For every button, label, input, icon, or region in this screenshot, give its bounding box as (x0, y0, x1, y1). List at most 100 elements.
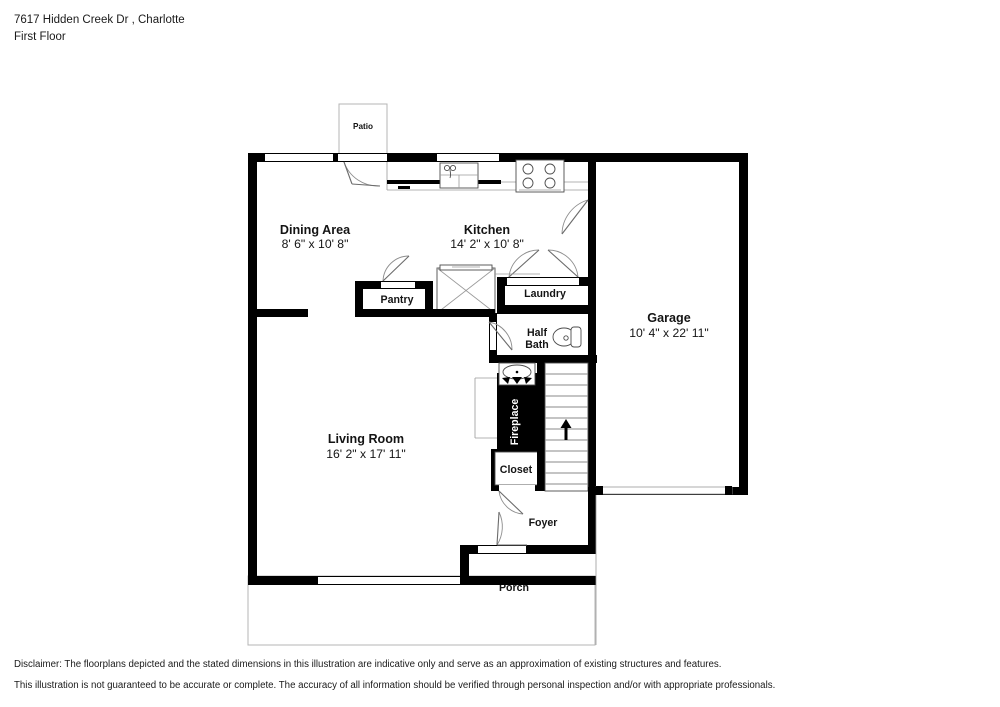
laundry-door-arc-right (547, 249, 579, 278)
toilet-fixture (552, 326, 582, 348)
wall-right-garage (739, 153, 748, 495)
foyer-label: Foyer (529, 517, 558, 529)
patio-door-arc (343, 161, 381, 187)
dining-labels: Dining Area 8' 6" x 10' 8" (280, 223, 351, 251)
arrow-head (560, 419, 572, 428)
wall-left-exterior (248, 153, 257, 585)
garage-door-jamb-left (596, 486, 603, 495)
kitchen-fixtures (386, 159, 588, 193)
stair-wall-left (537, 363, 545, 491)
toilet-tank (570, 326, 582, 348)
laundry-wall-left (497, 277, 505, 313)
wall-between-house-garage (588, 153, 596, 553)
pantry-door-leaf (382, 255, 410, 282)
closet: Closet (491, 449, 543, 515)
wall-mid-center (355, 309, 495, 317)
halfbath-door-opening (490, 322, 496, 350)
laundry-door-arc-left (508, 249, 540, 278)
foyer-door-arc (496, 511, 503, 546)
kitchen-labels: Kitchen 14' 2" x 10' 8" (450, 223, 524, 251)
floor-plan-svg: Patio Porch (247, 103, 748, 646)
patio-label: Patio (353, 122, 373, 131)
halfbath-wall-bottom (489, 355, 597, 363)
garage-dim: 10' 4" x 22' 11" (629, 326, 709, 340)
floor-plan-canvas: Patio Porch (247, 103, 748, 646)
closet-label: Closet (500, 464, 533, 476)
fireplace-arrow-center (512, 377, 522, 384)
pantry-closet: Pantry (355, 255, 433, 313)
kitchen-name: Kitchen (464, 223, 510, 237)
laundry-room: Laundry (497, 249, 591, 314)
living-name: Living Room (328, 432, 404, 446)
garage-name: Garage (647, 311, 690, 325)
disclaimer-line-2: This illustration is not guaranteed to b… (14, 680, 776, 691)
plan-header: 7617 Hidden Creek Dr , Charlotte First F… (14, 12, 185, 46)
stair-up-arrow-icon (560, 419, 572, 440)
pantry-door-opening (381, 282, 415, 288)
garage-entry-leaf (561, 199, 589, 235)
closet-door-leaf (498, 490, 524, 515)
dining-dim: 8' 6" x 10' 8" (282, 237, 349, 251)
utility-closet (436, 264, 540, 314)
burner-bottom-right (544, 177, 556, 189)
wall-top-garage (588, 153, 748, 162)
utility-top-bar (439, 264, 493, 271)
garage-door-jamb (588, 196, 596, 224)
halfbath-label-line2: Bath (525, 339, 549, 351)
foyer-entry-opening (478, 546, 526, 553)
halfbath-door-arc (488, 321, 513, 351)
burner-top-left (522, 163, 534, 175)
closet-door-opening (499, 485, 535, 491)
utility-x-2 (436, 267, 496, 314)
garage-door-panel (595, 486, 733, 495)
closet-door-arc (498, 490, 524, 515)
laundry-label: Laundry (524, 288, 566, 300)
sink-faucet-spout (449, 169, 451, 179)
cooktop (515, 159, 565, 193)
laundry-wall-bottom (497, 305, 591, 314)
living-room-labels: Living Room 16' 2" x 17' 11" (326, 432, 406, 461)
stair-bottom-corner (588, 487, 596, 495)
kitchen-dim: 14' 2" x 10' 8" (450, 237, 524, 251)
counter-tick (398, 186, 410, 189)
patio-area: Patio (338, 103, 388, 158)
fireplace-arrow-right (524, 377, 532, 384)
living-dim: 16' 2" x 17' 11" (326, 447, 406, 461)
garage-door-jamb-right (725, 486, 732, 495)
staircase (537, 362, 596, 495)
garage-entry-door (561, 196, 596, 275)
interior-wall-mid (248, 309, 495, 317)
porch-area: Porch (247, 575, 596, 646)
pantry-wall-left (355, 281, 363, 313)
sink-faucet-handle-left (443, 164, 451, 172)
pantry-wall-right (425, 281, 433, 313)
foyer: Foyer (478, 511, 558, 553)
laundry-door-leaf-left (508, 249, 540, 278)
patio-door-leaf (343, 161, 353, 185)
porch-outline (247, 575, 596, 646)
garage-entry-arc (561, 199, 589, 235)
floor-label: First Floor (14, 31, 66, 43)
property-address: 7617 Hidden Creek Dr , Charlotte (14, 14, 185, 26)
dining-name: Dining Area (280, 223, 351, 237)
window-kitchen-top (437, 154, 499, 161)
sink-faucet-handle-right (449, 164, 457, 172)
window-bottom-living (318, 577, 460, 584)
fireplace-center-dot (515, 370, 519, 374)
halfbath-door-leaf (488, 321, 513, 351)
wall-foyer-left (460, 545, 469, 585)
plan-footer: Disclaimer: The floorplans depicted and … (14, 654, 984, 696)
cooktop-body (515, 159, 565, 193)
patio-door-leaf2 (351, 183, 381, 187)
halfbath-label-line1: Half (527, 327, 547, 339)
kitchen-sink (439, 162, 479, 189)
patio-door (343, 161, 381, 187)
laundry-door-leaf-right (547, 249, 579, 278)
laundry-door-opening (507, 278, 579, 285)
half-bath: Half Bath (488, 313, 597, 363)
garage-labels: Garage 10' 4" x 22' 11" (629, 311, 709, 340)
fireplace-label: Fireplace (509, 399, 521, 446)
fireplace-arrow-left (502, 377, 510, 384)
wall-mid-left-stub (248, 309, 308, 317)
pantry-door-arc (382, 255, 410, 282)
